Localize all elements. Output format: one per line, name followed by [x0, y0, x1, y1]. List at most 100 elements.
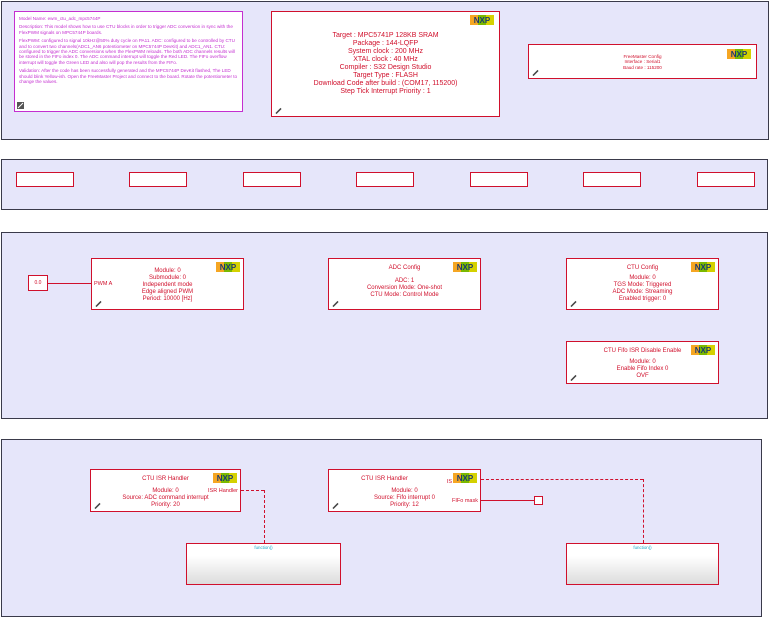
pwm-line: Period: 10000 [Hz]: [142, 296, 193, 302]
io-block[interactable]: [470, 172, 528, 187]
adc-line: Conversion Mode: One-shot: [366, 285, 443, 291]
freemaster-line: Interface : Serial1: [624, 59, 661, 65]
subsystem-caption: function(): [633, 545, 652, 550]
description-paragraph: Description: This model shows how to use…: [19, 24, 233, 35]
isr2-line: Priority: 12: [390, 502, 419, 508]
isr1-line: Module: 0: [152, 488, 179, 494]
function-call-line: [643, 479, 644, 543]
description-paragraph: Model Name: ewm_ctu_adc_mpc5744P: [19, 16, 101, 21]
function-call-subsystem[interactable]: function(): [186, 543, 341, 585]
io-block[interactable]: [583, 172, 641, 187]
connection-line: [48, 283, 92, 284]
io-block[interactable]: [356, 172, 414, 187]
svg-text:NXP: NXP: [217, 474, 234, 483]
target-line: Download Code after build : (COM17, 1152…: [313, 80, 458, 87]
ctu-fifo-isr-block[interactable]: CTU Fifo ISR Disable Enable NXP Module: …: [566, 341, 719, 384]
target-line: System clock : 200 MHz: [347, 48, 424, 55]
ctu-line: ADC Mode: Streaming: [612, 289, 673, 295]
ctu-line: Module: 0: [629, 275, 656, 281]
nxp-logo-icon: NXP: [691, 262, 715, 272]
target-line: Target : MPC5741P 128KB SRAM: [332, 32, 439, 39]
edit-icon: [332, 300, 339, 307]
nxp-logo-icon: NXP: [213, 473, 237, 483]
edit-icon: [95, 300, 102, 307]
io-block[interactable]: [243, 172, 301, 187]
function-call-line: [241, 490, 264, 491]
target-line: Step Tick Interrupt Priority : 1: [340, 88, 431, 95]
ctu-isr-handler-block[interactable]: CTU ISR Handler NXP ISR Handler Module: …: [90, 469, 241, 512]
freemaster-line: FreeMaster Config: [623, 54, 662, 59]
isr-handler-port: IS: [446, 479, 452, 485]
pwm-line: Edge aligned PWM: [141, 289, 194, 295]
ctu-isr-handler-block[interactable]: CTU ISR Handler IS NXP FIFo mask Module:…: [328, 469, 481, 512]
constant-value: 0.0: [34, 280, 42, 286]
svg-text:NXP: NXP: [457, 474, 474, 483]
constant-block[interactable]: 0.0: [28, 275, 48, 291]
isr-area: [1, 439, 762, 617]
svg-text:NXP: NXP: [474, 16, 491, 25]
pwm-line: Independent mode: [142, 282, 193, 288]
isr1-title: CTU ISR Handler: [142, 476, 189, 482]
edit-icon: [275, 107, 282, 114]
connection-line: [481, 500, 534, 501]
target-line: XTAL clock : 40 MHz: [353, 56, 418, 63]
model-description: Model Name: ewm_ctu_adc_mpc5744P Descrip…: [14, 11, 243, 112]
target-line: Target Type : FLASH: [353, 72, 418, 79]
adc-title: ADC Config: [388, 265, 421, 271]
subsystem-caption: function(): [254, 545, 273, 550]
svg-text:NXP: NXP: [457, 263, 474, 272]
fifo-disable-line: Enable Fifo Index 0: [616, 366, 669, 372]
fifo-disable-title: CTU Fifo ISR Disable Enable: [603, 348, 682, 354]
function-call-line: [264, 490, 265, 543]
fifo-disable-line: Module: 0: [629, 359, 656, 365]
target-line: Package : 144-LQFP: [352, 40, 419, 47]
isr1-line: Source: ADC command interrupt: [122, 495, 209, 501]
pwm-config-block[interactable]: PWM A NXP Module: 0 Submodule: 0 Indepen…: [91, 258, 244, 310]
edit-icon: [332, 502, 339, 509]
annotation-icon: [17, 102, 24, 109]
isr2-line: Module: 0: [391, 488, 418, 494]
adc-line: ADC: 1: [394, 278, 415, 284]
ctu-line: Enabled trigger: 0: [618, 296, 667, 302]
ctu-title: CTU Config: [626, 265, 659, 271]
io-block[interactable]: [697, 172, 755, 187]
svg-text:NXP: NXP: [695, 263, 712, 272]
function-call-line: [481, 479, 643, 480]
ctu-config-block[interactable]: CTU Config NXP Module: 0 TGS Mode: Trigg…: [566, 258, 719, 310]
io-block[interactable]: [16, 172, 74, 187]
nxp-logo-icon: NXP: [453, 262, 477, 272]
adc-config-block[interactable]: ADC Config NXP ADC: 1 Conversion Mode: O…: [328, 258, 481, 310]
svg-text:NXP: NXP: [731, 50, 748, 59]
pwm-line: Module: 0: [154, 268, 181, 274]
isr2-title: CTU ISR Handler: [361, 476, 408, 482]
pwm-line: Submodule: 0: [148, 275, 187, 281]
target-line: Compiler : S32 Design Studio: [339, 64, 432, 71]
edit-icon: [532, 69, 539, 76]
freemaster-config-block[interactable]: NXP FreeMaster Config Interface : Serial…: [528, 44, 757, 79]
edit-icon: [94, 502, 101, 509]
nxp-logo-icon: NXP: [453, 473, 477, 483]
freemaster-line: Baud rate : 115200: [623, 64, 662, 70]
terminator-block[interactable]: [534, 496, 543, 505]
nxp-logo-icon: NXP: [727, 49, 751, 59]
description-paragraph: Validation: After the code has been succ…: [19, 68, 238, 85]
adc-line: CTU Mode: Control Mode: [370, 292, 439, 298]
isr1-line: Priority: 20: [151, 502, 180, 508]
fifo-disable-line: OVF: [636, 373, 649, 379]
edit-icon: [570, 374, 577, 381]
function-call-subsystem[interactable]: function(): [566, 543, 719, 585]
edit-icon: [570, 300, 577, 307]
nxp-logo-icon: NXP: [470, 15, 494, 25]
pwm-input-port: PWM A: [94, 281, 113, 287]
fifo-mask-port: FIFo mask: [452, 498, 478, 504]
svg-text:NXP: NXP: [695, 346, 712, 355]
svg-text:NXP: NXP: [220, 263, 237, 272]
isr2-line: Source: Fifo interrupt 0: [373, 495, 436, 501]
io-block[interactable]: [129, 172, 187, 187]
target-config-block[interactable]: NXP Target : MPC5741P 128KB SRAM Package…: [271, 11, 500, 117]
nxp-logo-icon: NXP: [691, 345, 715, 355]
nxp-logo-icon: NXP: [216, 262, 240, 272]
isr-handler-port: ISR Handler: [208, 488, 238, 494]
ctu-line: TGS Mode: Triggered: [613, 282, 672, 288]
description-paragraph: FlexPWM: configured to signal 10kHz@50% …: [19, 38, 235, 65]
